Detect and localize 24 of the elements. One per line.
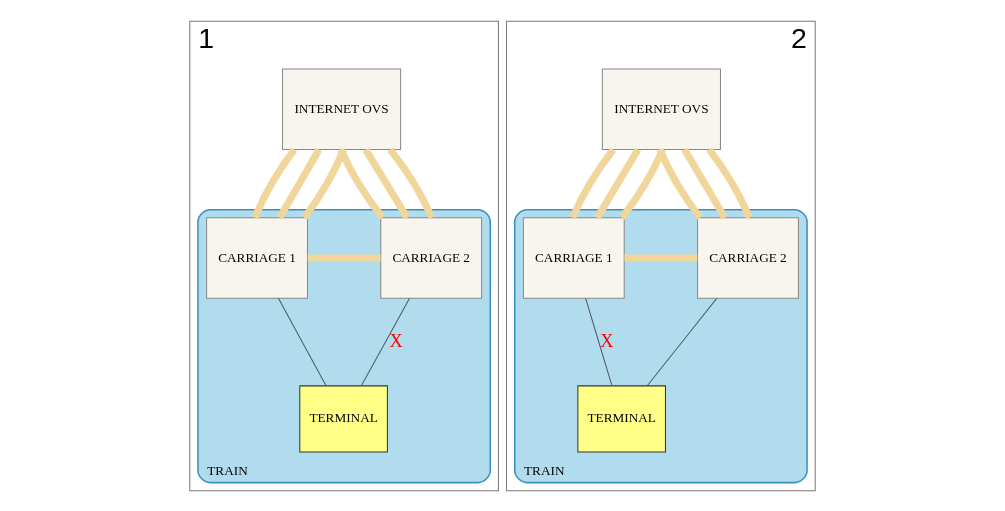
node-box: CARRIAGE 1	[522, 216, 625, 299]
connector	[646, 297, 718, 386]
node-box: INTERNET OVS	[601, 68, 721, 150]
connector	[656, 147, 703, 220]
edge-label: X	[600, 330, 614, 351]
connector	[619, 147, 666, 220]
connector	[624, 253, 698, 262]
connector	[301, 147, 347, 220]
connector	[337, 147, 386, 220]
node-box: CARRIAGE 2	[380, 216, 483, 299]
connector	[360, 297, 411, 386]
connector	[251, 147, 298, 219]
node-box: INTERNET OVS	[282, 68, 402, 150]
connector	[387, 146, 436, 219]
node-box: CARRIAGE 1	[206, 216, 308, 299]
node-box: CARRIAGE 2	[697, 216, 799, 299]
node-box: TERMINAL	[577, 384, 666, 453]
connector	[307, 253, 381, 262]
edge-label: X	[389, 330, 403, 351]
connector	[277, 297, 327, 386]
node-box: TERMINAL	[299, 384, 388, 453]
connector	[585, 297, 613, 386]
connector	[569, 147, 617, 219]
connector	[706, 147, 753, 219]
